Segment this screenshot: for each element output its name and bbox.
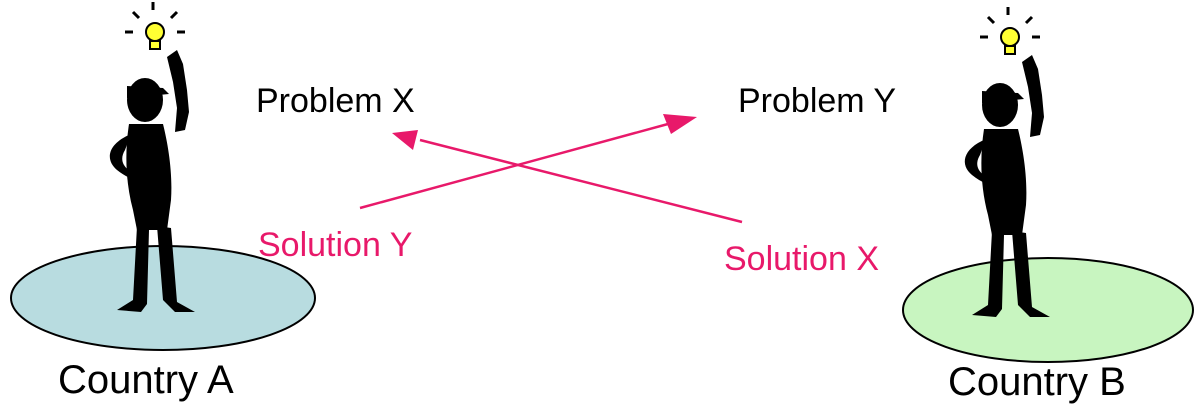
country-b-label: Country B	[948, 360, 1126, 404]
country-a-label: Country A	[58, 358, 234, 402]
solution-x-label: Solution X	[724, 240, 879, 278]
country-b-platform	[902, 257, 1194, 363]
problem-y-label: Problem Y	[738, 82, 897, 120]
problem-x-label: Problem X	[256, 82, 415, 120]
arrow-solution-x-to-problem-x	[392, 130, 743, 224]
arrow-solution-y-to-problem-y	[359, 114, 697, 210]
solution-y-label: Solution Y	[258, 226, 413, 264]
